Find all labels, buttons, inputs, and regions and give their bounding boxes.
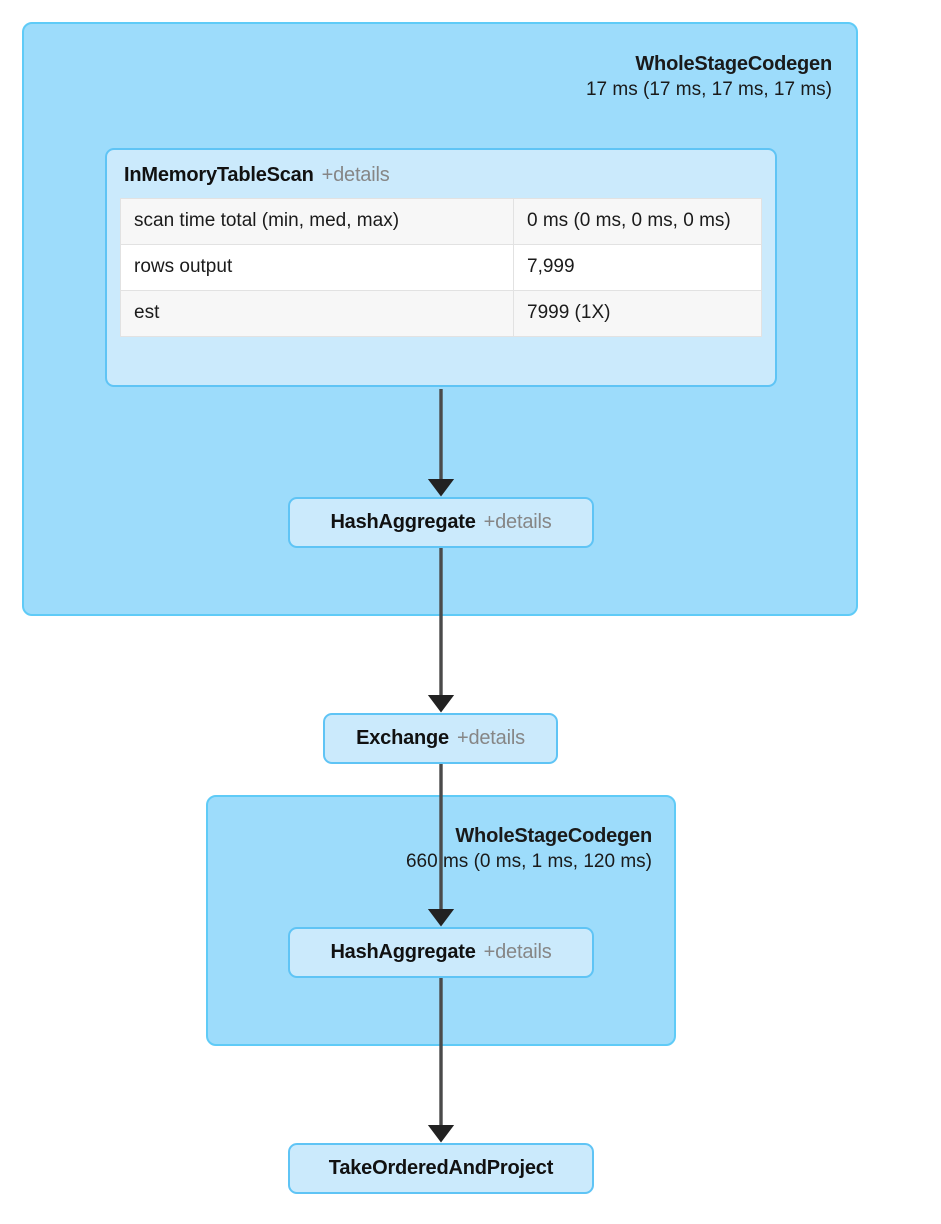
metrics-table-in-memory-table-scan: scan time total (min, med, max) 0 ms (0 … (120, 198, 762, 337)
stage-label-top: WholeStageCodegen 17 ms (17 ms, 17 ms, 1… (420, 52, 832, 102)
stage-metric-bottom: 660 ms (0 ms, 1 ms, 120 ms) (405, 850, 652, 872)
node-exchange-details-link[interactable]: +details (456, 727, 525, 749)
node-in-memory-table-scan-details-link[interactable]: +details (321, 164, 390, 186)
stage-metric-top: 17 ms (17 ms, 17 ms, 17 ms) (585, 78, 832, 100)
metric-value: 0 ms (0 ms, 0 ms, 0 ms) (513, 198, 762, 245)
node-hash-aggregate-top-details-link[interactable]: +details (483, 511, 552, 533)
metric-value: 7,999 (513, 243, 762, 291)
metric-key: rows output (120, 243, 514, 291)
metric-key: scan time total (min, med, max) (120, 198, 514, 245)
node-hash-aggregate-top[interactable]: HashAggregate +details (288, 497, 594, 548)
node-exchange[interactable]: Exchange +details (323, 713, 558, 764)
stage-title-top: WholeStageCodegen (635, 53, 832, 75)
node-take-ordered-and-project-title: TakeOrderedAndProject (328, 1157, 554, 1179)
node-hash-aggregate-bottom-title: HashAggregate (330, 941, 476, 963)
node-hash-aggregate-top-title: HashAggregate (330, 511, 476, 533)
node-in-memory-table-scan-title: InMemoryTableScan (124, 164, 314, 186)
table-row: est 7999 (1X) (120, 289, 762, 337)
stage-title-bottom: WholeStageCodegen (455, 825, 652, 847)
node-take-ordered-and-project[interactable]: TakeOrderedAndProject (288, 1143, 594, 1194)
table-row: scan time total (min, med, max) 0 ms (0 … (120, 198, 762, 245)
node-in-memory-table-scan-header: InMemoryTableScan +details (124, 164, 762, 187)
node-in-memory-table-scan[interactable]: InMemoryTableScan +details scan time tota… (105, 148, 777, 387)
node-hash-aggregate-bottom-details-link[interactable]: +details (483, 941, 552, 963)
node-hash-aggregate-bottom[interactable]: HashAggregate +details (288, 927, 594, 978)
table-row: rows output 7,999 (120, 243, 762, 291)
metric-key: est (120, 289, 514, 337)
stage-label-bottom: WholeStageCodegen 660 ms (0 ms, 1 ms, 12… (240, 824, 652, 874)
node-exchange-title: Exchange (356, 727, 449, 749)
metric-value: 7999 (1X) (513, 289, 762, 337)
